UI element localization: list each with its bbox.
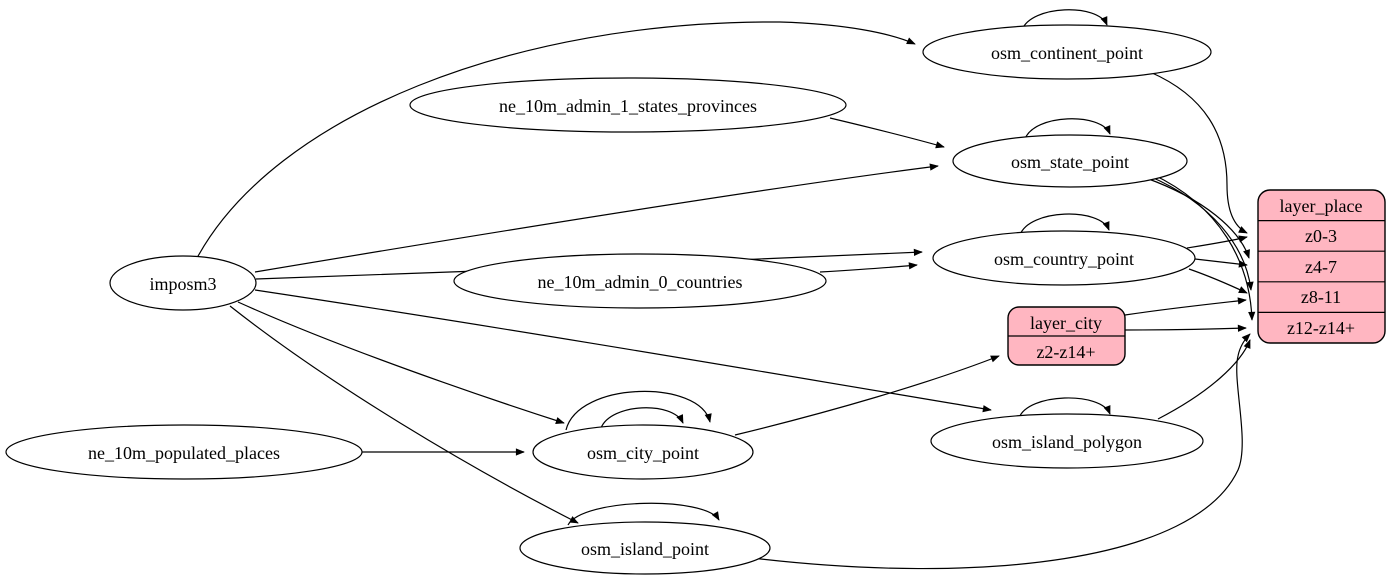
- node-osm_state_point-shape: [952, 134, 1188, 188]
- edge-imposm3-osm_island_polygon: [254, 289, 992, 413]
- node-ne_10m_populated_places: ne_10m_populated_places: [5, 424, 363, 480]
- edge-imposm3-osm_city_point: [237, 301, 565, 424]
- node-osm_continent_point: osm_continent_point: [922, 24, 1212, 80]
- node-ne_10m_admin_1_states_provinces-label: ne_10m_admin_1_states_provinces: [499, 96, 757, 116]
- record-layer_place-title: layer_place: [1280, 196, 1363, 216]
- edges: [196, 9, 1256, 570]
- edge-osm_island_point-layer_place-z12-z14: [751, 333, 1251, 570]
- edge-loop-osm_state_point: [1024, 118, 1111, 140]
- edge-osm_state_point-layer_place-z8-11: [1148, 175, 1254, 291]
- edge-osm_state_point-layer_place-z12-z14: [1151, 173, 1256, 321]
- node-ne_10m_populated_places-label: ne_10m_populated_places: [88, 443, 280, 463]
- node-imposm3: imposm3: [109, 255, 257, 311]
- edge-ne_10m_admin_1_states_provinces-osm_state_point: [829, 117, 945, 149]
- record-layer_place-row-z0-3: z0-3: [1305, 226, 1337, 246]
- node-osm_island_polygon: osm_island_polygon: [930, 413, 1204, 469]
- edge-osm_country_point-layer_place-z4-7: [1194, 258, 1248, 268]
- edge-imposm3-osm_continent_point: [196, 21, 916, 259]
- edge-loop-osm_city_point-outer: [565, 390, 712, 431]
- node-osm_country_point-label: osm_country_point: [994, 249, 1134, 269]
- node-ne_10m_admin_0_countries-label: ne_10m_admin_0_countries: [538, 272, 743, 292]
- record-layer_city-title: layer_city: [1030, 313, 1102, 333]
- edge-ne_10m_admin_0_countries-osm_country_point: [819, 262, 918, 273]
- record-layer_city: layer_city z2-z14+: [1007, 306, 1126, 366]
- node-osm_country_point-shape: [932, 230, 1196, 286]
- node-osm_country_point: osm_country_point: [932, 230, 1196, 286]
- node-osm_island_point-shape: [519, 521, 771, 575]
- record-layer_place-row-z4-7: z4-7: [1305, 257, 1337, 277]
- node-osm_state_point: osm_state_point: [952, 134, 1188, 188]
- node-ne_10m_admin_0_countries-shape: [453, 253, 827, 309]
- record-layer_place-row-z12-z14: z12-z14+: [1287, 318, 1355, 338]
- node-osm_state_point-label: osm_state_point: [1011, 152, 1129, 172]
- edge-osm_island_polygon-layer_place-z12-z14: [1157, 339, 1251, 420]
- edge-osm_state_point-layer_place-z4-7: [1145, 177, 1250, 259]
- node-ne_10m_populated_places-shape: [5, 424, 363, 480]
- node-osm_island_polygon-label: osm_island_polygon: [992, 432, 1142, 452]
- edge-layer_city-layer_place-z8-11: [1124, 297, 1247, 316]
- node-imposm3-label: imposm3: [149, 274, 216, 294]
- node-osm_continent_point-shape: [922, 24, 1212, 80]
- node-osm_island_point-label: osm_island_point: [581, 539, 709, 559]
- edge-osm_city_point-layer_city: [734, 355, 1000, 436]
- record-layer_place-box: [1257, 189, 1386, 344]
- edge-loop-osm_island_polygon: [1018, 397, 1111, 419]
- edge-layer_city-layer_place-z12-z14: [1124, 324, 1247, 332]
- edge-imposm3-osm_state_point: [254, 163, 939, 273]
- record-layer_place: layer_place z0-3 z4-7 z8-11 z12-z14+: [1257, 189, 1386, 344]
- node-osm_island_point: osm_island_point: [519, 521, 771, 575]
- edge-osm_country_point-layer_place-z0-3: [1186, 235, 1248, 249]
- edge-imposm3-osm_island_point: [229, 305, 579, 524]
- record-layer_city-row-z2-z14: z2-z14+: [1036, 342, 1095, 362]
- edge-osm_continent_point-layer_place-z0-3: [1149, 71, 1248, 234]
- node-osm_island_polygon-shape: [930, 413, 1204, 469]
- node-osm_city_point: osm_city_point: [532, 424, 754, 480]
- edge-loop-osm_city_point-inner: [600, 407, 684, 429]
- node-ne_10m_admin_1_states_provinces: ne_10m_admin_1_states_provinces: [409, 77, 847, 133]
- node-osm_city_point-label: osm_city_point: [587, 443, 699, 463]
- node-ne_10m_admin_0_countries: ne_10m_admin_0_countries: [453, 253, 827, 309]
- edge-loop-osm_country_point: [1019, 213, 1110, 236]
- node-osm_continent_point-label: osm_continent_point: [991, 43, 1143, 63]
- edge-loop-osm_continent_point: [1021, 9, 1108, 31]
- node-osm_city_point-shape: [532, 424, 754, 480]
- node-imposm3-shape: [109, 255, 257, 311]
- record-layer_place-row-z8-11: z8-11: [1301, 287, 1341, 307]
- edge-loop-osm_island_point: [567, 502, 720, 526]
- edge-osm_country_point-layer_place-z8-11: [1188, 268, 1248, 294]
- node-ne_10m_admin_1_states_provinces-shape: [409, 77, 847, 133]
